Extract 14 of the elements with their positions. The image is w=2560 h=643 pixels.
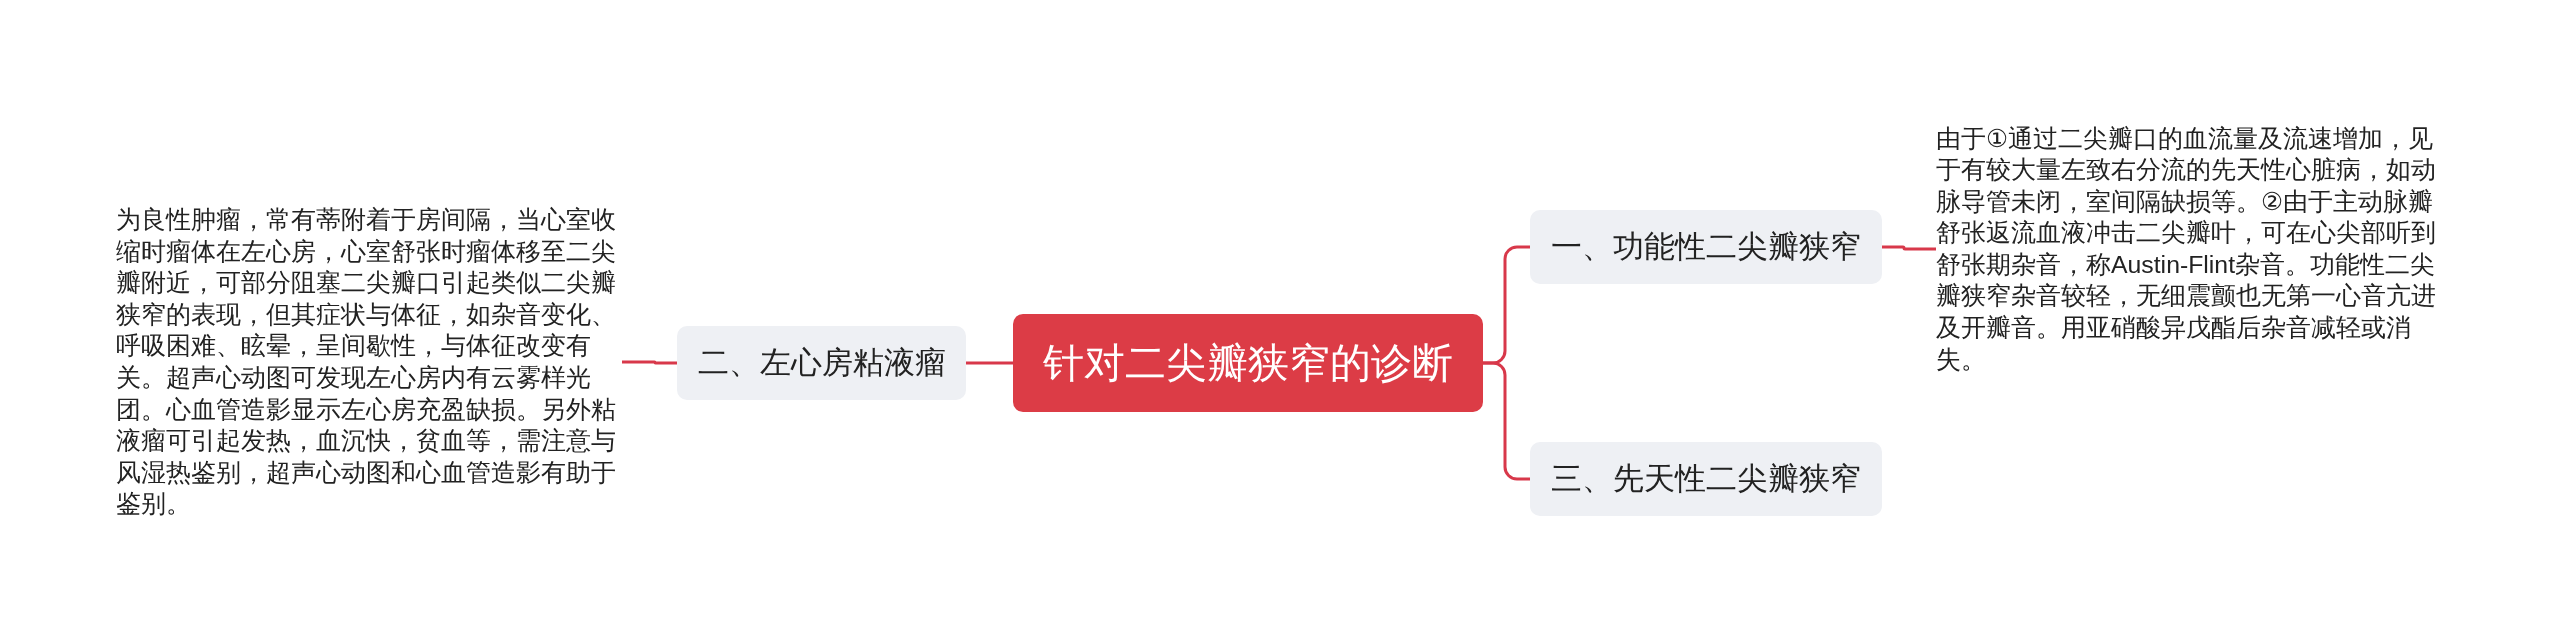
topic-text: 一、功能性二尖瓣狭窄 bbox=[1551, 228, 1861, 266]
topic-box bbox=[677, 326, 966, 400]
central-topic-text: 针对二尖瓣狭窄的诊断 bbox=[1043, 338, 1453, 388]
central-topic-box bbox=[1013, 314, 1483, 412]
connector-line bbox=[622, 360, 677, 365]
connector-line bbox=[1483, 361, 1530, 481]
connector-line bbox=[966, 361, 1013, 365]
topic-box bbox=[1530, 210, 1882, 284]
connector-line bbox=[1882, 245, 1936, 251]
topic-text: 三、先天性二尖瓣狭窄 bbox=[1551, 460, 1861, 498]
topic-text: 二、左心房粘液瘤 bbox=[697, 344, 946, 382]
note-text: 为良性肿瘤，常有蒂附着于房间隔，当心室收缩时瘤体在左心房，心室舒张时瘤体移至二尖瓣附近，可部分阻塞二尖瓣口引起类似二尖瓣狭窄的表现，但其症状与体征，如杂音变化、呼吸困难、眩晕，呈间歇性，与体征改变有关。超声心动图可发现左心房内有云雾样光团。心血管造影显示左心房充盈缺损。另外粘液瘤可引起发热，血沉快，贫血等，需注意与风湿热鉴别，超声心动图和心血管造影有助于鉴别。 bbox=[116, 204, 622, 520]
topic-box bbox=[1530, 442, 1882, 516]
note-text: 由于①通过二尖瓣口的血流量及流速增加，见于有较大量左致右分流的先天性心脏病，如动脉导管未闭，室间隔缺损等。②由于主动脉瓣舒张返流血液冲击二尖瓣叶，可在心尖部听到舒张期杂音，称Austin-Flint杂音。功能性二尖瓣狭窄杂音较轻，无细震颤也无第一心音亢进及开瓣音。用亚硝酸异戊酯后杂音减轻或消失。 bbox=[1936, 122, 2442, 376]
